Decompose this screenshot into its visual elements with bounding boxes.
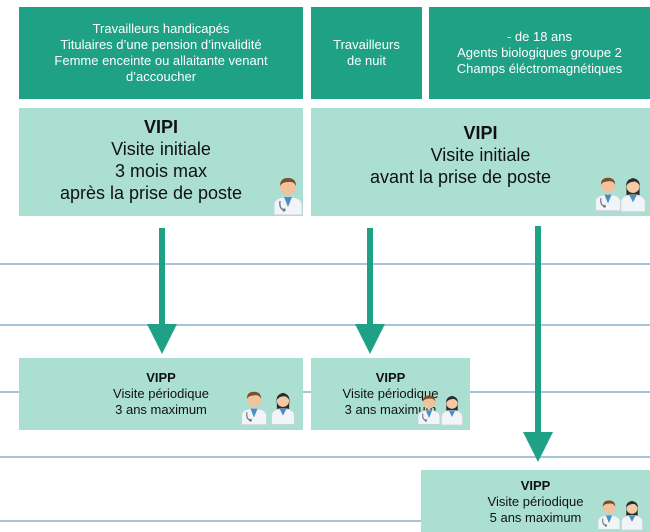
vipi-line: avant la prise de poste [369, 167, 552, 187]
header-line: Travailleurs handicapés [92, 21, 230, 36]
header-line: Travailleurs [333, 37, 400, 52]
arrow-down-icon [523, 226, 553, 462]
header-line: Champs éléctromagnétiques [456, 61, 623, 76]
arrow-down-icon [355, 228, 385, 354]
header-line: Femme enceinte ou allaitante venant [54, 53, 268, 68]
timeline-line [0, 456, 650, 458]
female-doctor-icon [618, 171, 648, 213]
timeline-line [0, 263, 650, 265]
female-doctor-icon [439, 388, 465, 428]
vipp-title: VIPP [520, 478, 551, 493]
vipi-box-left: VIPI Visite initiale 3 mois max après la… [19, 108, 303, 216]
vipi-box-right: VIPI Visite initiale avant la prise de p… [311, 108, 650, 216]
vipp-line: Visite périodique [342, 386, 439, 401]
male-doctor-icon [592, 171, 624, 213]
vipi-title: VIPI [143, 117, 178, 137]
arrow-down-icon [147, 228, 177, 354]
male-doctor-icon [595, 494, 623, 532]
header-line: de nuit [346, 53, 387, 68]
vipp-line: 3 ans maximum [344, 402, 437, 417]
vipp-line: Visite périodique [113, 386, 209, 401]
vipp-box-right: VIPP Visite périodique 5 ans maximum [421, 470, 650, 532]
vipp-line: 5 ans maximum [489, 510, 582, 525]
header-category-1: Travailleurs handicapés Titulaires d’une… [19, 7, 303, 99]
header-category-2: Travailleurs de nuit [311, 7, 422, 99]
vipi-line: Visite initiale [111, 139, 211, 159]
header-line: Agents biologiques groupe 2 [457, 45, 622, 60]
male-doctor-icon [270, 173, 306, 215]
vipp-title: VIPP [146, 370, 176, 385]
vipi-line: 3 mois max [114, 161, 208, 181]
male-doctor-icon [415, 388, 443, 428]
header-line: Titulaires d’une pension d’invalidité [60, 37, 262, 52]
header-line: d’accoucher [125, 69, 197, 84]
vipp-line: 3 ans maximum [115, 402, 207, 417]
header-line: - de 18 ans [506, 29, 573, 44]
vipi-line: Visite initiale [430, 145, 531, 165]
female-doctor-icon [619, 494, 645, 532]
vipp-line: Visite périodique [487, 494, 584, 509]
vipi-line: après la prise de poste [59, 183, 243, 203]
male-doctor-icon [238, 386, 270, 426]
vipp-title: VIPP [375, 370, 406, 385]
vipp-box-left: VIPP Visite périodique 3 ans maximum [19, 358, 303, 430]
header-category-3: - de 18 ans Agents biologiques groupe 2 … [429, 7, 650, 99]
female-doctor-icon [269, 386, 297, 426]
timeline-line [0, 324, 650, 326]
vipp-box-middle: VIPP Visite périodique 3 ans maximum [311, 358, 470, 430]
timeline-line [0, 520, 650, 522]
vipi-title: VIPI [463, 123, 498, 143]
